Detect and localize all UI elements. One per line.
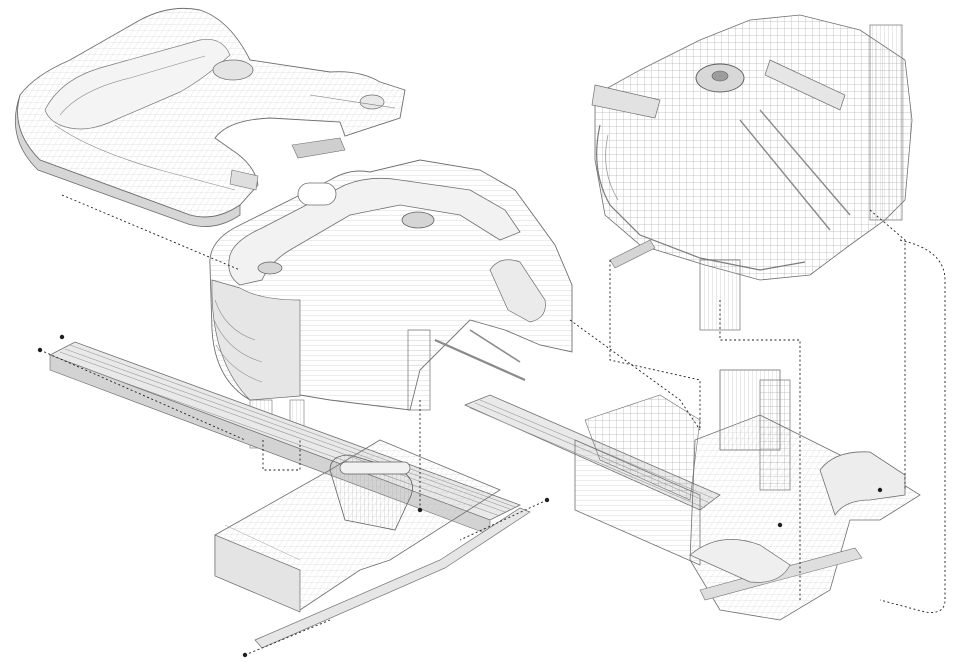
endpoint-dot (417, 507, 423, 513)
leader-ramp-extent (244, 619, 331, 656)
endpoint-dot (242, 652, 248, 658)
endpoint-dot (544, 497, 550, 503)
left-podium-base (214, 439, 531, 649)
upper-tower-block (591, 14, 913, 331)
roof-slab (14, 7, 406, 227)
leader-roof-to-tower (61, 194, 241, 271)
leader-upper-to-station-b (719, 300, 801, 600)
endpoint-dot (59, 334, 65, 340)
leader-lines (39, 194, 946, 656)
leader-track-extent-left (39, 349, 246, 441)
right-station-platform (463, 369, 921, 621)
endpoint-dot (37, 347, 43, 353)
leader-endpoints (37, 334, 883, 658)
leader-tower-to-base (262, 440, 301, 471)
leader-upper-to-station-c (879, 239, 946, 613)
leader-station-right (869, 209, 906, 490)
leader-tower-to-station (569, 319, 701, 431)
curved-tower-block (209, 159, 573, 449)
endpoint-dot (877, 487, 883, 493)
leader-upper-to-station-a (609, 260, 701, 430)
endpoint-dot (777, 522, 783, 528)
